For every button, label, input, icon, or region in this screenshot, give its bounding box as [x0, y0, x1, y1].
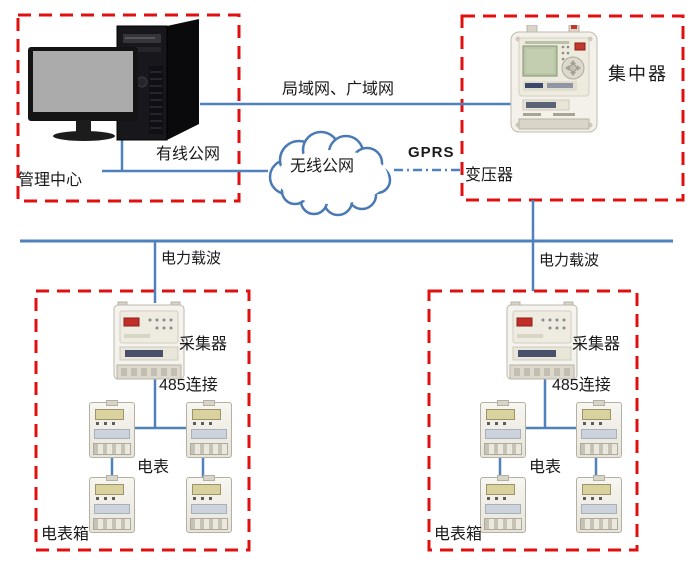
- rs485-left-label: 485连接: [159, 377, 218, 394]
- rs485-right-label: 485连接: [552, 377, 611, 394]
- energy-meter-image: [576, 475, 622, 533]
- collector-left-label: 采集器: [179, 336, 228, 353]
- energy-meter-image: [576, 400, 622, 458]
- desktop-monitor-image: [28, 47, 138, 121]
- meter-box-left-label: 电表箱: [41, 526, 90, 543]
- gprs-label: GPRS: [408, 144, 455, 161]
- management-center-label: 管理中心: [18, 172, 83, 189]
- energy-meter-image: [89, 400, 135, 458]
- wired-network-label: 有线公网: [156, 146, 221, 163]
- wireless-cloud-label: 无线公网: [290, 158, 355, 175]
- lan-wan-label: 局域网、广域网: [282, 81, 395, 98]
- meter-box-right-outline: [427, 289, 639, 552]
- collector-device-image-left: [113, 301, 185, 380]
- energy-meter-image: [186, 475, 232, 533]
- concentrator-group-box: [460, 14, 685, 202]
- energy-meter-image: [480, 400, 526, 458]
- monitor-screen: [33, 51, 133, 112]
- plc-left-label: 电力载波: [161, 250, 222, 267]
- collector-device-image-right: [506, 301, 578, 380]
- transformer-label: 变压器: [465, 167, 514, 184]
- concentrator-device-image: [510, 25, 598, 133]
- energy-meter-image: [89, 475, 135, 533]
- meter-left-label: 电表: [137, 459, 170, 476]
- monitor-stand-base: [53, 131, 115, 141]
- wireless-cloud-shape: [268, 130, 392, 217]
- meter-box-right-label: 电表箱: [434, 526, 483, 543]
- collector-right-label: 采集器: [572, 336, 621, 353]
- plc-right-label: 电力载波: [539, 252, 600, 269]
- meter-box-left-outline: [34, 289, 251, 552]
- management-center-box: [16, 13, 241, 203]
- energy-meter-image: [186, 400, 232, 458]
- monitor-stand-neck: [76, 120, 91, 132]
- meter-right-label: 电表: [529, 459, 562, 476]
- concentrator-label: 集中器: [608, 64, 668, 84]
- energy-meter-image: [480, 475, 526, 533]
